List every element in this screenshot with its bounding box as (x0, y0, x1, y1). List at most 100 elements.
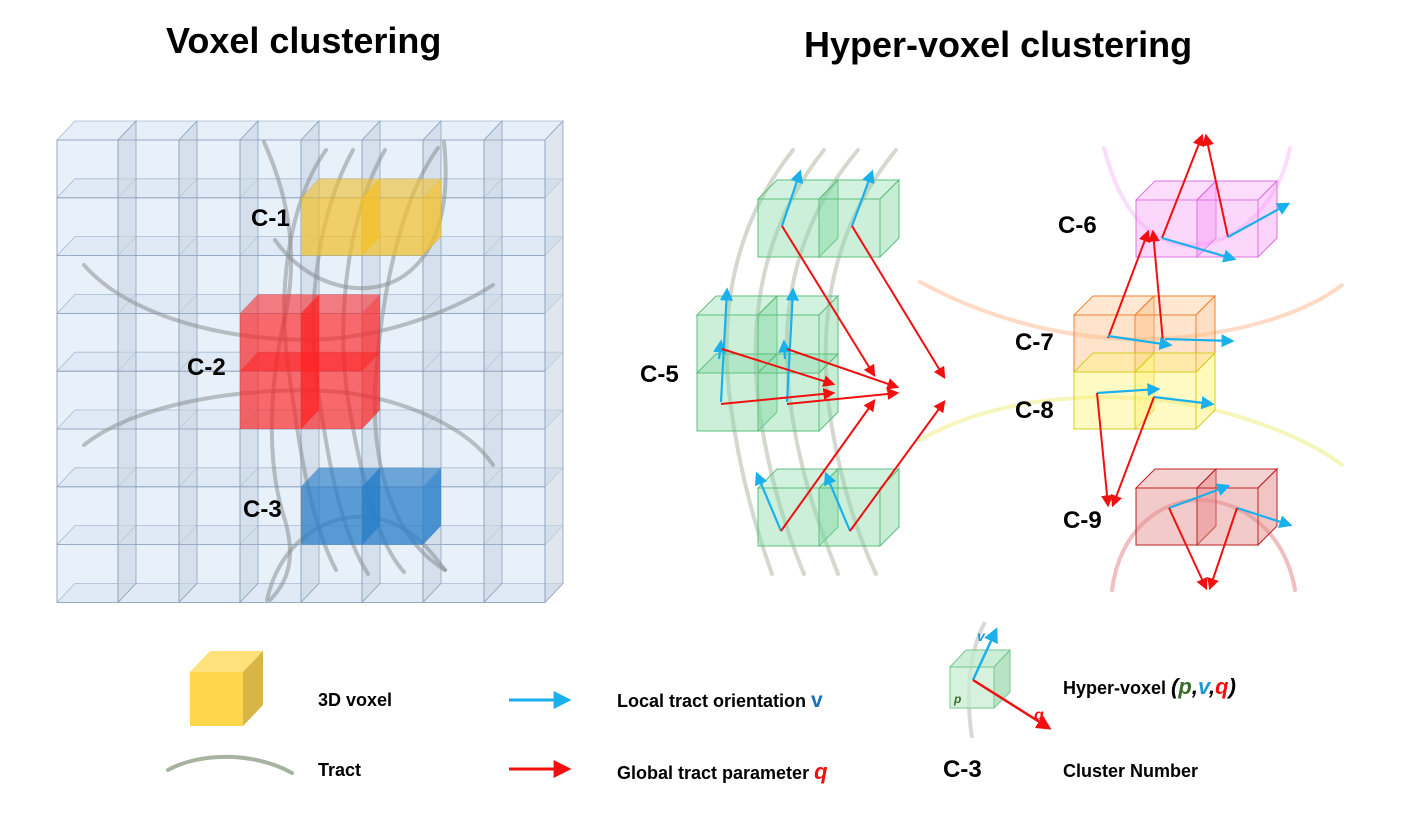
cluster-c5-hyper-voxel (817, 178, 901, 259)
cube-top-face (301, 467, 380, 487)
cluster-label-c7: C-7 (1015, 329, 1054, 356)
voxel-side-slab (483, 119, 503, 604)
cube-top-face (362, 467, 441, 487)
paren-close: ) (1228, 674, 1236, 699)
global-parameter-arrow (1110, 396, 1155, 508)
cluster-label-c2: C-2 (187, 354, 226, 381)
cube-front-face (818, 198, 881, 258)
local-orientation-arrow (1236, 506, 1293, 529)
cluster-c1-voxel (362, 178, 441, 256)
global-parameter-arrow (849, 400, 946, 532)
cube-front-face (1073, 371, 1136, 430)
hyper-voxel-clustering-title: Hyper-voxel clustering (804, 24, 1193, 65)
cube-side-face (362, 294, 380, 372)
voxel-legend-icon (190, 651, 263, 726)
global-parameter-arrow (1096, 392, 1114, 508)
global-parameter-arrow (1168, 507, 1208, 591)
local-orientation-arrow (1096, 383, 1161, 397)
global-parameter-arrow (721, 348, 836, 387)
cube-top-face (240, 294, 319, 314)
cluster-label-c8: C-8 (1015, 397, 1054, 424)
cube-front-face (1135, 487, 1198, 546)
cube-front-face (301, 486, 362, 545)
q-icon-label: q (1034, 707, 1044, 724)
legend-cluster-number: Cluster Number (1063, 761, 1199, 781)
p-icon-label: p (953, 692, 961, 706)
legend-local-text: Local tract orientation (617, 691, 812, 711)
global-parameter-arrow (780, 399, 876, 532)
cube-front-face (362, 486, 423, 545)
q-symbol: q (1215, 674, 1229, 699)
global-parameter-arrow (1207, 507, 1238, 591)
v-symbol: v (1197, 674, 1209, 699)
cluster-label-c1: C-1 (251, 205, 290, 232)
cube-front-face (301, 371, 362, 429)
legend-local-orientation: Local tract orientation v (617, 689, 823, 713)
cube-front-face (362, 197, 423, 256)
cube-top-face (240, 352, 319, 372)
global-parameter-arrow (781, 225, 876, 378)
local-orientation-arrow (780, 169, 803, 227)
cube-side-face (423, 467, 441, 545)
cluster-c5-hyper-voxel (817, 467, 901, 548)
hyper-voxel-arrows (713, 133, 1293, 591)
local-orientation-arrow (1107, 334, 1173, 351)
local-orientation-arrow (713, 339, 727, 360)
voxel-side-slab (544, 119, 564, 604)
global-parameter-arrow (1161, 133, 1205, 239)
global-parameter-arrow (1202, 133, 1229, 238)
v-icon-label: v (977, 628, 986, 644)
global-parameter-arrow (786, 348, 900, 390)
comma: , (1208, 674, 1216, 699)
legend-hyper-text: Hyper-voxel (1063, 678, 1172, 698)
local-orientation-arrow (778, 339, 792, 360)
cluster-c5-hyper-voxel (756, 352, 840, 433)
paren-open: ( (1171, 674, 1179, 699)
tract-curve (273, 140, 448, 291)
cluster-number-sample: C-3 (943, 756, 982, 783)
tract-legend-icon (166, 754, 294, 775)
hyper-voxel-legend-icon: p v q (948, 621, 1052, 739)
local-orientation-arrow (1153, 395, 1215, 410)
legend-hyper-voxel: Hyper-voxel (p,v,q) (1063, 674, 1236, 700)
legend-q-symbol: q (814, 759, 828, 784)
voxel-clusters (240, 178, 441, 545)
cube-top-face (362, 178, 441, 198)
cube-top-face (301, 352, 380, 372)
cluster-label-c5: C-5 (640, 361, 679, 388)
global-parameter-arrow (1147, 229, 1164, 343)
global-parameter-arrow (851, 225, 946, 380)
local-orientation-arrow (1227, 202, 1291, 238)
legend-global-text: Global tract parameter (617, 763, 815, 783)
cluster-c2-voxel (301, 352, 380, 429)
cube-front-face (818, 487, 881, 547)
cube-side-face (362, 352, 380, 429)
cluster-c6-hyper-voxel (1195, 179, 1279, 259)
voxel-clustering-title: Voxel clustering (166, 20, 442, 61)
local-orientation-arrow (1161, 236, 1237, 263)
local-orientation-arrow (755, 471, 783, 532)
cube-front-face (301, 197, 362, 256)
legend-hyper-tuple: (p,v,q) (1171, 674, 1236, 699)
local-orientation-arrow (850, 169, 875, 227)
local-orientation-arrow (1164, 334, 1235, 348)
cluster-label-c9: C-9 (1063, 507, 1102, 534)
hyper-voxel-boxes (695, 178, 1279, 548)
local-orientation-arrow (824, 471, 852, 532)
cube-top-face (301, 178, 380, 198)
cluster-c3-voxel (362, 467, 441, 545)
legend-3d-voxel: 3D voxel (318, 690, 393, 710)
cube-front-face (1196, 199, 1259, 258)
comma: , (1191, 674, 1198, 699)
legend-global-parameter: Global tract parameter q (617, 759, 828, 785)
cluster-label-c6: C-6 (1058, 212, 1097, 239)
p-symbol: p (1178, 674, 1192, 699)
cube-front-face (240, 371, 301, 429)
cube-top-face (301, 294, 380, 314)
cluster-c9-hyper-voxel (1195, 467, 1279, 547)
legend-v-symbol: v (811, 689, 823, 712)
legend-tract: Tract (318, 760, 362, 780)
global-parameter-arrow (720, 387, 836, 405)
global-parameter-arrow (786, 387, 900, 405)
